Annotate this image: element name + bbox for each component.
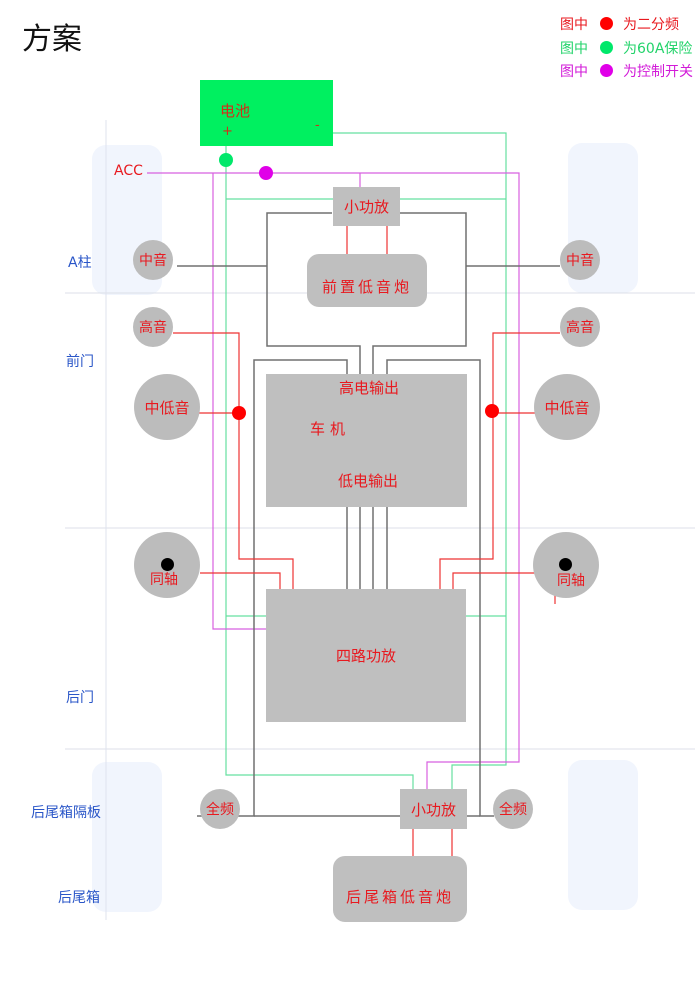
fuse-dot	[219, 153, 233, 167]
zone-rear-shelf: 后尾箱隔板	[31, 805, 101, 821]
battery-plus: +	[222, 124, 233, 139]
crossover-right-tweeter	[439, 332, 560, 600]
low-output-label: 低电输出	[338, 472, 399, 490]
legend-fuse: 图中 为60A保险	[560, 38, 692, 58]
front-subwoofer-label: 前置低音炮	[321, 278, 412, 296]
legend-switch: 图中 为控制开关	[560, 61, 693, 81]
crossover-left-tweeter	[173, 332, 294, 600]
zone-rear-door: 后门	[66, 690, 94, 706]
front-small-amp: 小功放	[333, 187, 400, 226]
legend-meaning: 为控制开关	[623, 64, 693, 80]
speaker-label: 高音	[139, 320, 167, 336]
legend-prefix: 图中	[560, 64, 588, 80]
high-output-label: 高电输出	[339, 379, 400, 397]
head-unit: 高电输出 车机 低电输出	[266, 374, 467, 507]
crossover-dot-left	[232, 406, 246, 420]
switch-dot	[259, 166, 273, 180]
coaxial-center-icon	[559, 558, 572, 571]
speaker-label: 全频	[499, 802, 527, 818]
rear-subwoofer-label: 后尾箱低音炮	[345, 887, 454, 906]
speaker-label: 中低音	[144, 398, 190, 417]
rear-small-amp-label: 小功放	[410, 800, 456, 819]
speaker-label: 中音	[566, 253, 594, 269]
acc-wire-amp	[212, 173, 278, 630]
speaker-label: 中低音	[544, 398, 590, 417]
speaker-label: 中音	[139, 253, 167, 269]
speaker-left-coaxial: 同轴	[134, 532, 200, 598]
zone-a-pillar: A柱	[68, 255, 92, 271]
acc-wire	[147, 172, 520, 802]
speaker-left-tweeter: 高音	[133, 307, 173, 347]
crossover-dot-right	[485, 404, 499, 418]
legend-prefix: 图中	[560, 41, 588, 57]
signal-wire-front-amp-right	[372, 212, 467, 374]
rear-right-wheel	[568, 760, 638, 910]
acc-label: ACC	[114, 163, 143, 179]
speaker-right-midbass: 中低音	[534, 374, 600, 440]
battery-minus: -	[315, 118, 320, 133]
front-subwoofer: 前置低音炮	[307, 254, 427, 307]
power-wire-minus	[333, 132, 507, 806]
rear-subwoofer: 后尾箱低音炮	[333, 856, 467, 922]
signal-wire-right-full	[386, 359, 494, 817]
battery-label: 电池	[220, 102, 251, 120]
legend-meaning: 为二分频	[623, 17, 679, 33]
head-unit-label: 车机	[310, 420, 351, 438]
speaker-left-fullrange: 全频	[200, 789, 240, 829]
legend-crossover: 图中 为二分频	[560, 14, 679, 34]
rear-left-wheel	[92, 762, 162, 912]
legend-magenta-dot-icon	[600, 64, 613, 77]
speaker-label: 同轴	[557, 573, 585, 589]
legend-green-dot-icon	[600, 41, 613, 54]
speaker-label: 高音	[566, 320, 594, 336]
legend-meaning: 为60A保险	[623, 41, 693, 57]
speaker-left-midbass: 中低音	[134, 374, 200, 440]
zone-dividers	[65, 120, 695, 920]
coaxial-center-icon	[161, 558, 174, 571]
rear-small-amp: 小功放	[400, 789, 467, 829]
four-channel-amp-label: 四路功放	[335, 647, 396, 665]
speaker-left-mid: 中音	[133, 240, 173, 280]
speaker-right-coaxial: 同轴	[533, 532, 599, 598]
zone-front-door: 前门	[66, 354, 94, 370]
crossover-wires	[173, 210, 560, 868]
speaker-right-mid: 中音	[560, 240, 600, 280]
page-title: 方案	[22, 22, 82, 57]
battery: 电池 + -	[200, 80, 333, 146]
signal-wire-front-amp-left	[266, 212, 361, 374]
speaker-label: 同轴	[150, 572, 178, 588]
four-channel-amp: 四路功放	[266, 589, 466, 722]
legend-prefix: 图中	[560, 17, 588, 33]
speaker-right-fullrange: 全频	[493, 789, 533, 829]
front-small-amp-label: 小功放	[343, 198, 389, 216]
zone-trunk: 后尾箱	[58, 890, 100, 906]
speaker-right-tweeter: 高音	[560, 307, 600, 347]
legend-red-dot-icon	[600, 17, 613, 30]
speaker-label: 全频	[206, 802, 234, 818]
